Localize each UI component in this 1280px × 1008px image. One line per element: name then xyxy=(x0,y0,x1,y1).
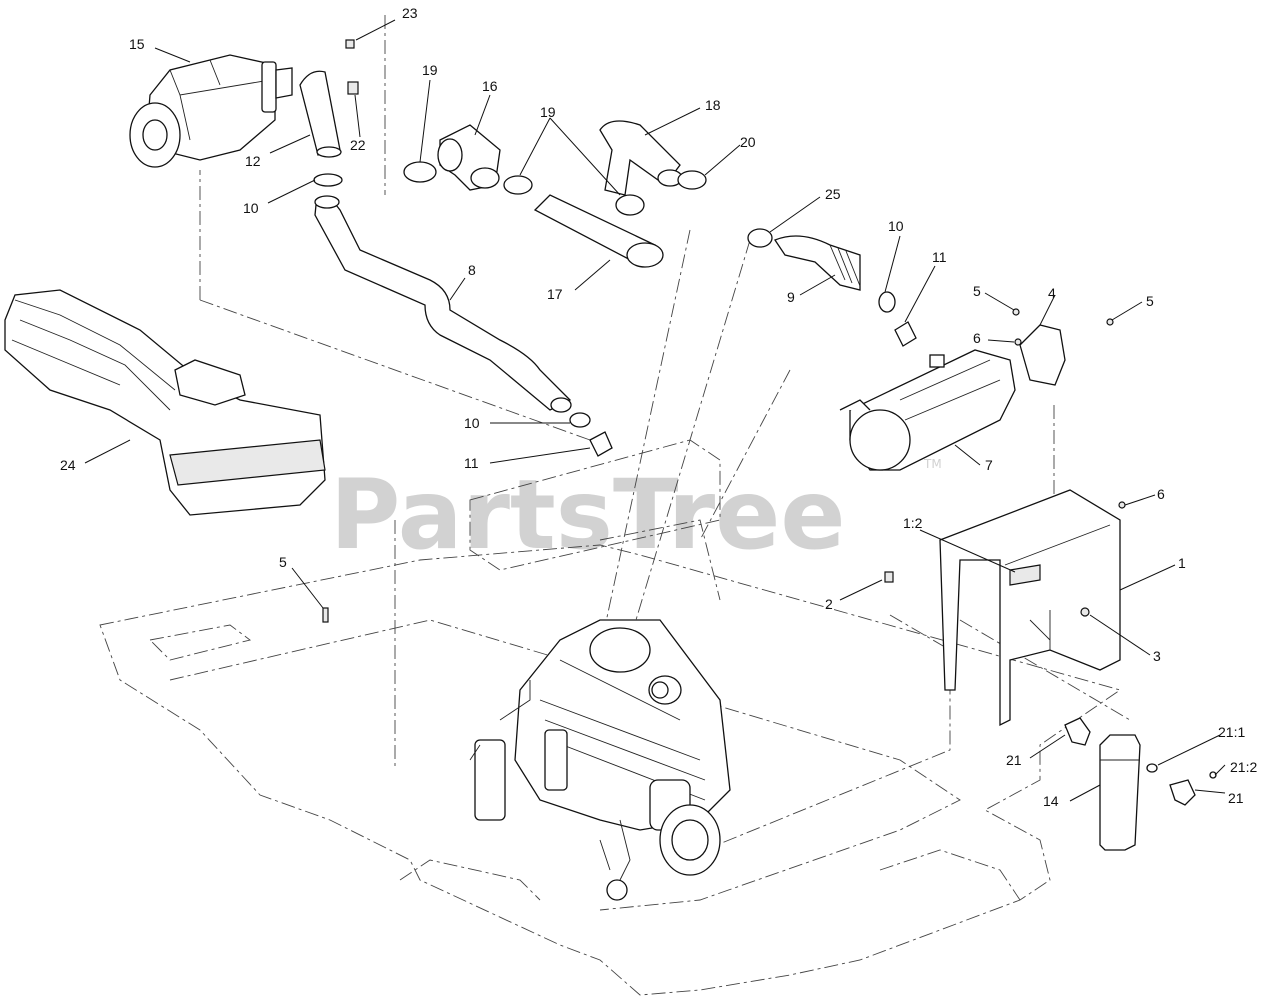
clamp-19-left xyxy=(403,161,437,183)
clamp-10-lower xyxy=(569,412,591,428)
bolt-5 xyxy=(322,607,329,623)
callout-10: 10 xyxy=(464,415,480,431)
callout-3: 3 xyxy=(1153,648,1161,664)
callout-12: 12 xyxy=(245,153,261,169)
leader-lines xyxy=(84,19,1226,802)
callout-5: 5 xyxy=(973,283,981,299)
callout-6: 6 xyxy=(973,330,981,346)
callout-24: 24 xyxy=(60,457,76,473)
callout-21-2: 21:2 xyxy=(1230,759,1257,775)
gasket-11-lower xyxy=(589,431,613,457)
clamp-19-right xyxy=(503,175,533,195)
callout-5: 5 xyxy=(279,554,287,570)
callout-21-1: 21:1 xyxy=(1218,724,1245,740)
callout-2: 2 xyxy=(825,596,833,612)
oring-21-2 xyxy=(1209,771,1217,779)
callout-20: 20 xyxy=(740,134,756,150)
callout-9: 9 xyxy=(787,289,795,305)
callout-19: 19 xyxy=(422,62,438,78)
callout-11: 11 xyxy=(464,455,479,471)
bracket-1 xyxy=(939,489,1126,727)
callout-10: 10 xyxy=(243,200,259,216)
bolt-2 xyxy=(884,571,894,583)
callout-19: 19 xyxy=(540,104,556,120)
callout-labels: 15 23 19 16 19 18 20 12 22 10 25 10 8 17… xyxy=(60,5,1257,809)
callout-1-2: 1:2 xyxy=(903,515,923,531)
tube-8 xyxy=(314,200,572,411)
part-22 xyxy=(347,81,359,95)
air-cleaner-assembly xyxy=(129,39,355,168)
filter-14 xyxy=(1099,734,1141,851)
clamp-25 xyxy=(747,228,773,248)
callout-22: 22 xyxy=(350,137,366,153)
callout-14: 14 xyxy=(1043,793,1059,809)
callout-1: 1 xyxy=(1178,555,1186,571)
part-24 xyxy=(4,289,326,516)
callout-6: 6 xyxy=(1157,486,1165,502)
callout-18: 18 xyxy=(705,97,721,113)
watermark: PartsTree xyxy=(330,459,845,571)
callout-8: 8 xyxy=(468,262,476,278)
muffler-7 xyxy=(839,349,1016,471)
chassis-frame xyxy=(99,15,1131,996)
oring-21-1 xyxy=(1146,763,1158,773)
callout-7: 7 xyxy=(985,457,993,473)
engine-assembly xyxy=(469,619,731,901)
callout-5: 5 xyxy=(1146,293,1154,309)
callout-11: 11 xyxy=(932,249,947,265)
callout-21: 21 xyxy=(1006,752,1022,768)
shield-4 xyxy=(1019,324,1066,386)
nut-3 xyxy=(1080,607,1090,617)
clamp-20 xyxy=(677,170,707,190)
hose-9 xyxy=(774,235,861,291)
clamp-10-upper xyxy=(313,173,343,187)
callout-10: 10 xyxy=(888,218,904,234)
callout-4: 4 xyxy=(1048,285,1056,301)
clamp-10-right xyxy=(878,291,896,313)
callout-25: 25 xyxy=(825,186,841,202)
callout-17: 17 xyxy=(547,286,563,302)
fitting-21-right xyxy=(1169,779,1196,806)
callout-21: 21 xyxy=(1228,790,1244,806)
callout-15: 15 xyxy=(129,36,145,52)
callout-16: 16 xyxy=(482,78,498,94)
clamp-19-mid xyxy=(615,194,645,216)
hose-12 xyxy=(299,70,341,156)
gasket-11-right xyxy=(894,321,917,347)
callout-23: 23 xyxy=(402,5,418,21)
fitting-21-left xyxy=(1064,717,1091,746)
watermark-tm: TM xyxy=(923,457,942,471)
